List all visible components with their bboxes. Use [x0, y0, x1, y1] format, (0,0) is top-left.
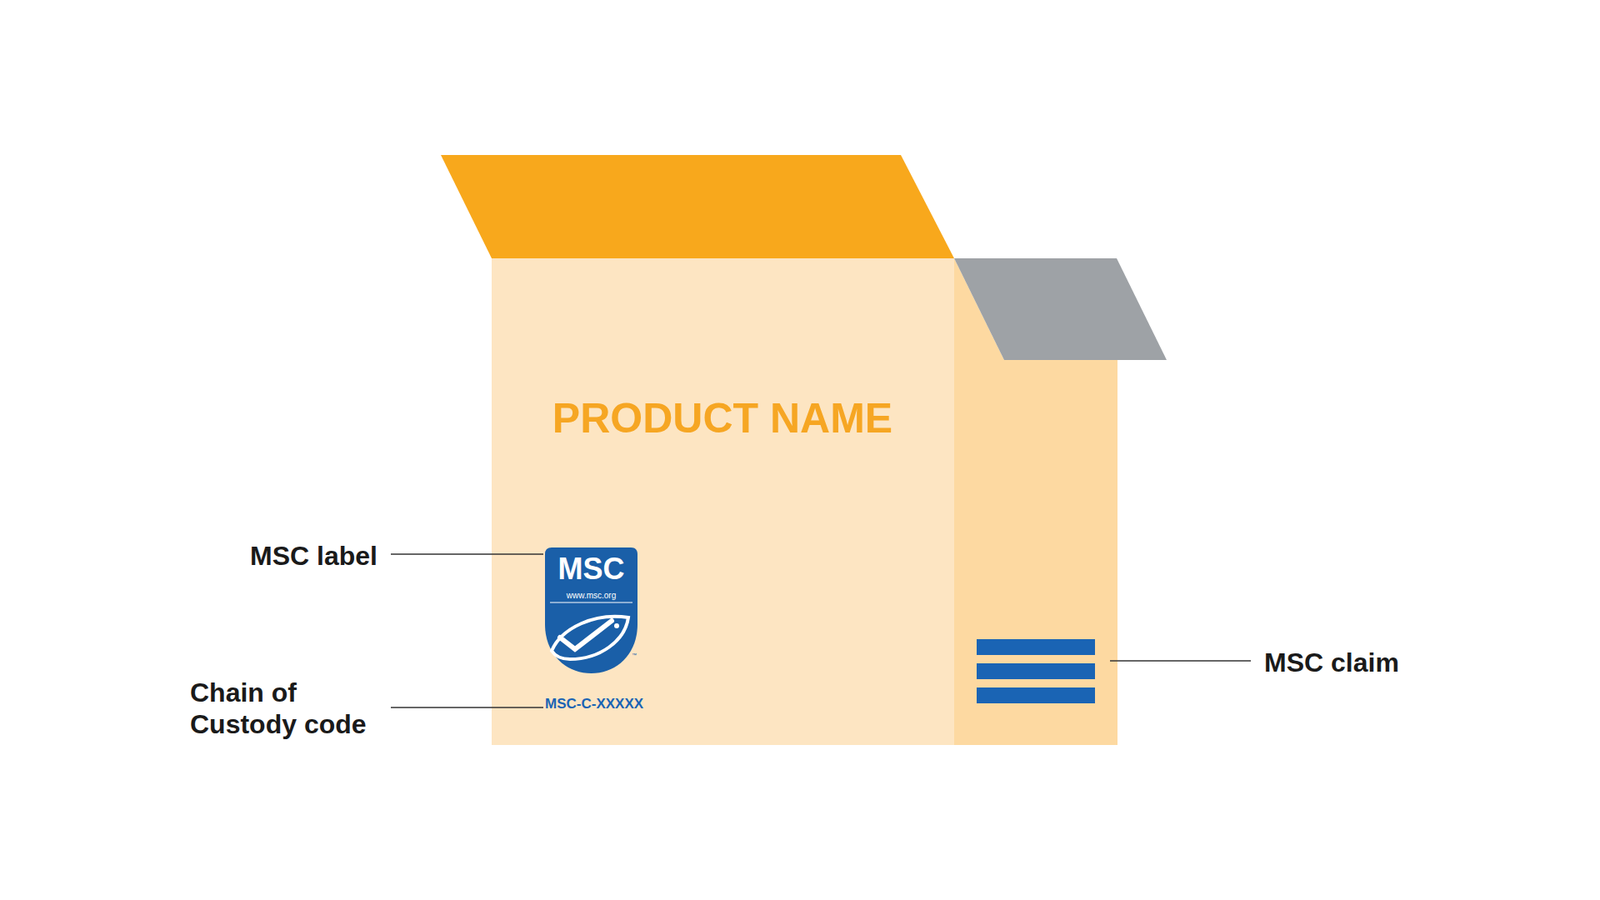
- claim-stripe: [976, 687, 1095, 704]
- leader-line: [390, 553, 544, 555]
- label-holder: MSC label: [250, 540, 378, 572]
- logo-eye: [614, 623, 620, 629]
- logo-rule: [550, 602, 633, 604]
- leader-line: [390, 706, 544, 708]
- label-holder: MSC-C-XXXXX: [545, 695, 644, 713]
- product-name: PRODUCT NAME: [552, 393, 893, 444]
- callout-label: Chain of Custody code: [190, 676, 386, 741]
- claim-stripe: [976, 663, 1095, 680]
- logo-tick: [560, 620, 612, 650]
- label-holder: ™: [631, 652, 637, 659]
- logo-wordmark: MSC: [545, 552, 638, 586]
- logo-fish: [551, 616, 629, 660]
- msc-logo: MSC www.msc.org: [545, 547, 638, 674]
- logo-shield: [545, 547, 638, 674]
- front-face: [491, 258, 955, 745]
- label-holder: PRODUCT NAME: [552, 393, 893, 444]
- label-holder: MSC claim: [1264, 646, 1400, 679]
- coc-code: MSC-C-XXXXX: [545, 695, 644, 713]
- trademark: ™: [631, 652, 637, 659]
- top-flap: [440, 155, 955, 259]
- leader-line: [1110, 660, 1251, 661]
- label-holder: Chain of Custody code: [190, 676, 386, 741]
- callout-label: MSC label: [250, 540, 378, 572]
- claim-stripe: [976, 639, 1095, 655]
- logo-url: www.msc.org: [545, 590, 638, 600]
- side-flap: [954, 258, 1167, 360]
- callout-label: MSC claim: [1264, 646, 1400, 679]
